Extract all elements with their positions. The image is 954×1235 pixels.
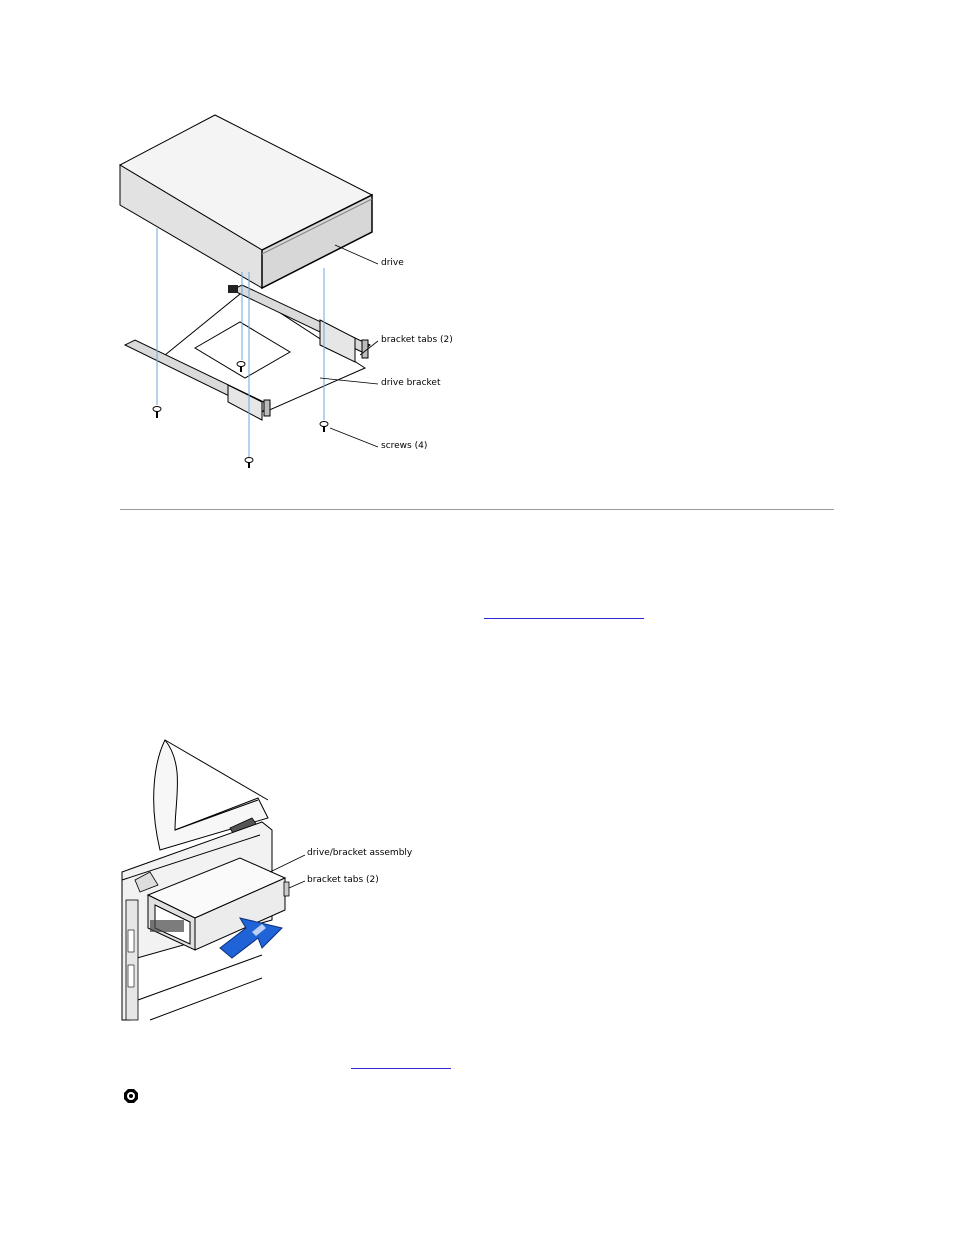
leader-line	[319, 377, 379, 385]
callout-bracket-tabs-2: bracket tabs (2)	[307, 875, 379, 885]
notice-icon	[124, 1089, 138, 1103]
leader-line	[269, 854, 306, 873]
callout-drive-bracket: drive bracket	[381, 378, 441, 388]
insert-arrow-icon	[219, 917, 283, 959]
bracket-tab-left	[227, 384, 263, 421]
drive-bracket-illustration	[118, 114, 379, 468]
section-divider	[120, 509, 834, 510]
screw-icon	[319, 421, 329, 432]
callout-drive: drive	[381, 258, 404, 268]
leader-line	[329, 427, 379, 448]
leader-line	[359, 340, 379, 356]
bracket-tab-right	[319, 319, 356, 363]
screw-icon	[152, 406, 162, 418]
leader-line	[334, 244, 379, 265]
hyperlink[interactable]	[351, 1068, 451, 1069]
screw-icon	[236, 361, 246, 372]
drive-front-face	[261, 193, 373, 290]
callout-screws: screws (4)	[381, 441, 428, 451]
hyperlink[interactable]	[484, 618, 644, 619]
leader-line	[288, 880, 306, 889]
screw-icon	[244, 457, 254, 468]
bracket-cutout	[194, 321, 291, 379]
chassis-top-panel	[153, 739, 269, 851]
callout-drive-bracket-assembly: drive/bracket assembly	[307, 848, 413, 858]
callout-bracket-tabs: bracket tabs (2)	[381, 335, 453, 345]
